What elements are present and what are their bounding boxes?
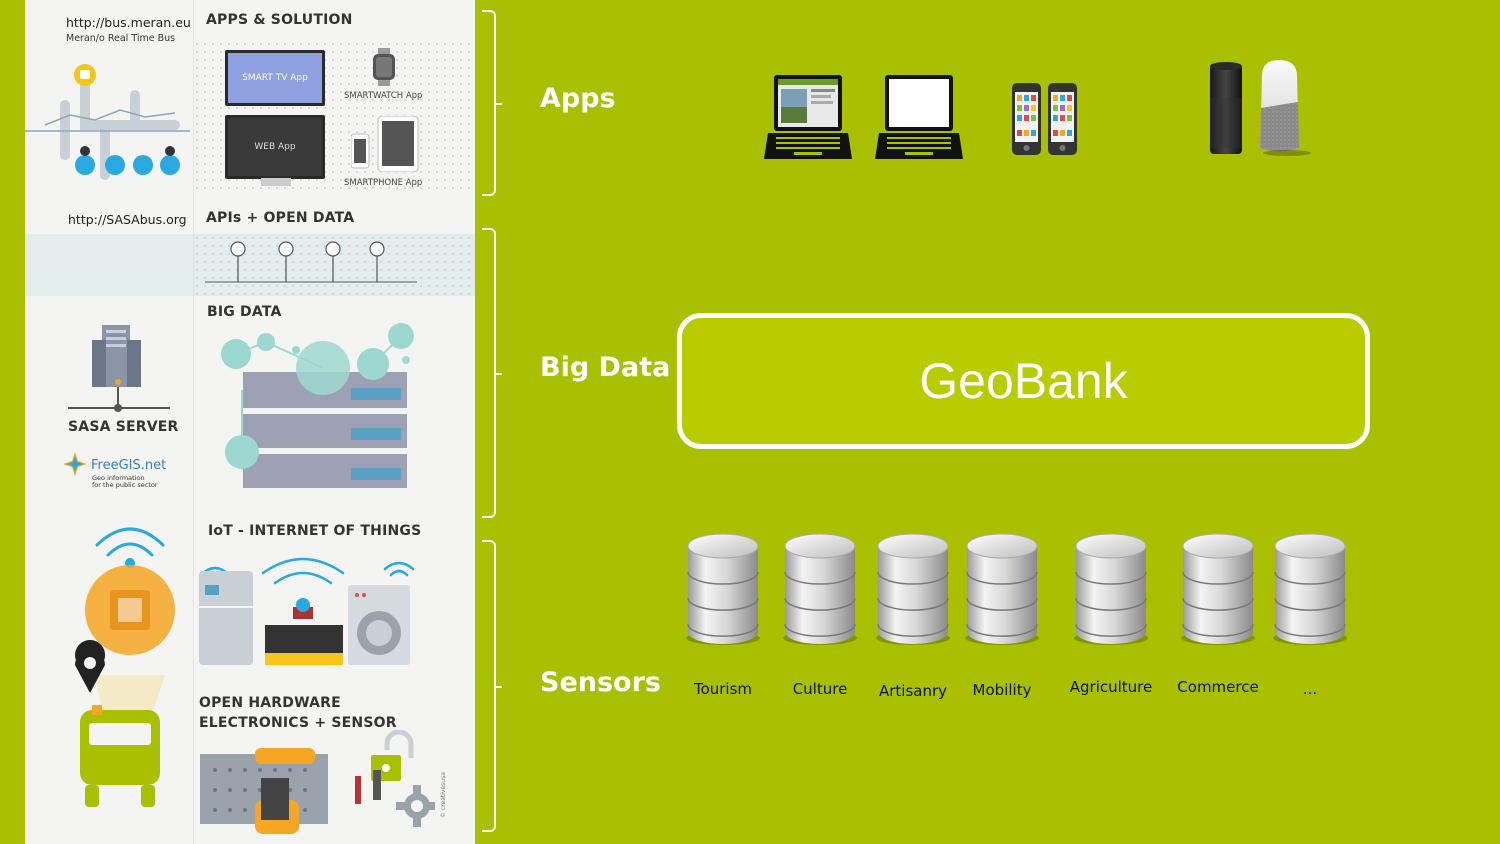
smartwatch-icon <box>373 48 395 86</box>
section-big-data: Big Data <box>540 352 671 383</box>
smart-tv-label: SMART TV App <box>242 73 308 83</box>
api-endpoints-icon <box>205 241 417 283</box>
freegis-logo-icon <box>63 452 87 476</box>
section-apps: Apps <box>540 83 616 114</box>
infographic-panel: http://bus.meran.eu Meran/o Real Time Bu… <box>25 0 475 844</box>
apis-open-data-heading: APIs + OPEN DATA <box>206 210 355 226</box>
database-cylinder- <box>1273 533 1347 645</box>
smart-speakers-icon <box>1210 60 1311 156</box>
big-data-bracket <box>482 228 502 518</box>
database-cylinder-mobility <box>965 533 1039 645</box>
server-icon <box>68 325 170 412</box>
smart-tv-app: SMART TV App <box>225 50 325 106</box>
laptop-browser-icon <box>764 75 852 159</box>
smartwatch-label: SMARTWATCH App <box>344 91 423 101</box>
smartphone-tablet-icon <box>351 116 419 172</box>
geobank-title: GeoBank <box>919 353 1128 409</box>
database-cylinder-tourism <box>686 533 760 645</box>
database-label: Tourism <box>693 680 753 698</box>
meran-url[interactable]: http://bus.meran.eu <box>66 15 191 30</box>
apps-solution-heading: APPS & SOLUTION <box>206 12 353 28</box>
database-label: Artisanry <box>878 682 948 700</box>
open-hardware-board-icon <box>200 730 435 834</box>
database-cylinder-commerce <box>1181 533 1255 645</box>
database-label: Commerce <box>1177 678 1259 696</box>
laptop-blank-icon <box>875 75 963 159</box>
freegis-name: FreeGIS.net <box>91 458 167 473</box>
database-label: Culture <box>792 680 848 698</box>
database-cylinder-agriculture <box>1074 533 1148 645</box>
iot-bus-chip-icon <box>75 527 175 807</box>
sensors-bracket <box>482 540 502 832</box>
database-cylinder-culture <box>783 533 857 645</box>
smartphones-icon <box>1012 83 1077 155</box>
sasa-server-label: SASA SERVER <box>68 419 179 435</box>
database-cylinder-artisanry <box>876 533 950 645</box>
open-hardware-heading: OPEN HARDWARE <box>199 695 341 711</box>
big-data-heading: BIG DATA <box>207 304 282 320</box>
web-app-label: WEB App <box>254 142 296 152</box>
bus-network-map-icon <box>25 64 190 180</box>
database-label: Agriculture <box>1069 678 1153 696</box>
sasabus-url[interactable]: http://SASAbus.org <box>68 212 187 227</box>
database-label: Mobility <box>972 681 1032 699</box>
iot-heading: IoT - INTERNET OF THINGS <box>208 523 422 539</box>
iot-appliances-icon <box>199 557 415 665</box>
smartphone-label: SMARTPHONE App <box>344 178 423 188</box>
apps-bracket <box>482 10 502 196</box>
meran-subtitle: Meran/o Real Time Bus <box>66 33 176 44</box>
big-data-racks-icon <box>221 323 414 488</box>
database-label: ... <box>1302 680 1318 698</box>
electronics-sensor-heading: ELECTRONICS + SENSOR <box>199 715 397 731</box>
left-column-divider <box>25 0 194 844</box>
web-app: WEB App <box>225 115 325 179</box>
section-sensors: Sensors <box>540 667 661 698</box>
geobank-box: GeoBank <box>677 313 1370 449</box>
monitor-stand <box>261 178 291 186</box>
